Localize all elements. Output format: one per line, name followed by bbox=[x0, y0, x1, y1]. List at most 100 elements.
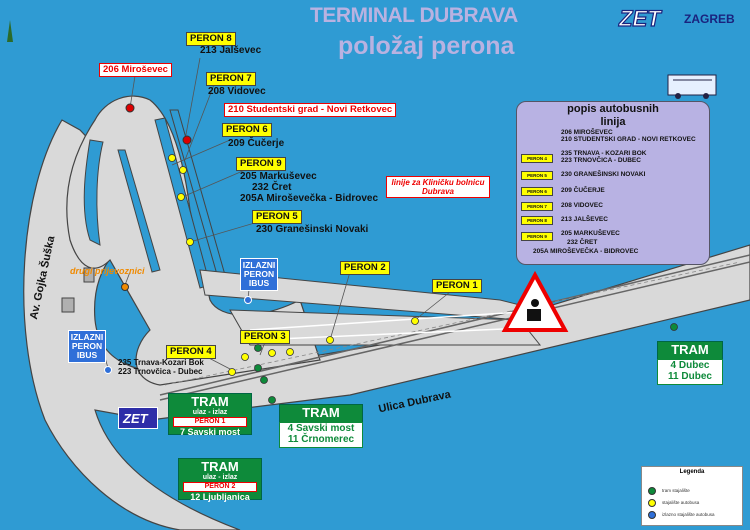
bus-icon bbox=[667, 74, 717, 99]
exit-outer-line-3: IBUS bbox=[76, 350, 98, 360]
list-line-206: 206 MIROŠEVEC bbox=[561, 129, 613, 136]
peron-4-route-2: 223 Trnovčica - Dubec bbox=[118, 367, 203, 376]
list-line-205a: 205A MIROŠEVEČKA - BIDROVEC bbox=[533, 248, 639, 255]
tram-stops bbox=[254, 323, 678, 404]
list-line-232: 232 ČRET bbox=[567, 239, 598, 246]
svg-text:ZET: ZET bbox=[618, 6, 662, 30]
bus-stop-icon bbox=[648, 499, 656, 507]
peron-9-route-2: 232 Čret bbox=[252, 182, 292, 193]
tram-2-title: TRAM bbox=[201, 459, 239, 474]
island-block bbox=[83, 267, 95, 283]
tram-ulica-dubrava: TRAM bbox=[279, 404, 363, 423]
map-subtitle: položaj perona bbox=[338, 32, 515, 60]
tram-2-lines: 12 Ljubljanica bbox=[190, 492, 250, 502]
legend-title: Legenda bbox=[679, 469, 705, 475]
list-title-2: linija bbox=[600, 116, 626, 128]
exit-stop-icon bbox=[648, 511, 656, 519]
exit-stop bbox=[104, 366, 112, 374]
peron-8-label: PERON 8 bbox=[186, 32, 236, 46]
north-arrow-icon bbox=[7, 20, 13, 42]
exit-peron-outer: IZLAZNI PERON IBUS bbox=[68, 330, 106, 363]
legend: Legenda tram stajalište stajalište autob… bbox=[641, 466, 743, 526]
list-line-230: 230 GRANEŠINSKI NOVAKI bbox=[561, 171, 646, 178]
list-tag-peron-7: PERON 7 bbox=[521, 202, 553, 211]
list-tag-peron-6: PERON 6 bbox=[521, 187, 553, 196]
legend-item-tram: tram stajalište bbox=[648, 487, 690, 495]
legend-item-exit: izlazno stajalište autobusa bbox=[648, 511, 715, 519]
island-block bbox=[61, 297, 75, 313]
tram-1-sub: ulaz - izlaz bbox=[192, 409, 228, 416]
peron-8-routes: 213 Jalševec bbox=[200, 45, 262, 56]
peron-7-label: PERON 7 bbox=[206, 72, 256, 86]
exit-outer-line-1: IZLAZNI bbox=[70, 332, 104, 342]
peron-9-route-3: 205A Miroševečka - Bidrovec bbox=[240, 193, 379, 204]
tram-4-line-2: 11 Dubec bbox=[668, 371, 712, 382]
peron-4-route-1: 235 Trnava-Kozari Bok bbox=[118, 358, 204, 367]
peron-4-label: PERON 4 bbox=[166, 345, 216, 359]
other-operators-stop bbox=[121, 283, 129, 291]
svg-text:ZET: ZET bbox=[122, 411, 149, 426]
list-line-205: 205 MARKUŠEVEC bbox=[561, 230, 620, 237]
bus-line-list: popis autobusnih linija 206 MIROŠEVEC 21… bbox=[516, 101, 710, 265]
peron-3-label: PERON 3 bbox=[240, 330, 290, 344]
tram-4-title: TRAM bbox=[671, 342, 709, 357]
exit-inner-line-2: PERON bbox=[243, 269, 275, 279]
stop-206 bbox=[125, 103, 135, 113]
list-line-213: 213 JALŠEVEC bbox=[561, 216, 608, 223]
route-210-label: 210 Studentski grad - Novi Retkovec bbox=[224, 103, 397, 117]
tram-dubec: TRAM bbox=[657, 341, 723, 360]
legend-text-bus: stajalište autobusa bbox=[662, 500, 700, 506]
hospital-lines-note: linije za Kliničku bolnicu Dubrava bbox=[386, 176, 490, 198]
tram-peron-1: TRAM ulaz - izlaz PERON 1 7 Savski most bbox=[168, 393, 252, 437]
tram-1-tag: PERON 1 bbox=[173, 417, 247, 427]
peron-9-route-1: 205 Markuševec bbox=[240, 171, 317, 182]
legend-text-tram: tram stajalište bbox=[662, 488, 690, 494]
exit-inner-line-3: IBUS bbox=[248, 278, 270, 288]
tram-stop-icon bbox=[648, 487, 656, 495]
roadwork-warning-icon bbox=[501, 270, 569, 332]
list-title-1: popis autobusnih bbox=[567, 103, 659, 115]
list-line-210: 210 STUDENTSKI GRAD - NOVI RETKOVEC bbox=[561, 136, 696, 143]
list-line-208: 208 VIDOVEC bbox=[561, 202, 603, 209]
peron-5-label: PERON 5 bbox=[252, 210, 302, 224]
list-line-209: 209 ČUČERJE bbox=[561, 187, 605, 194]
tram-3-lines: 4 Savski most 11 Črnomerec bbox=[279, 422, 363, 448]
zet-mini-logo-icon: ZET bbox=[122, 411, 149, 426]
tram-2-tag: PERON 2 bbox=[183, 482, 257, 492]
peron-9-label: PERON 9 bbox=[236, 157, 286, 171]
tram-2-sub: ulaz - izlaz bbox=[202, 474, 238, 481]
tram-1-title: TRAM bbox=[191, 394, 229, 409]
legend-item-bus: stajalište autobusa bbox=[648, 499, 699, 507]
tram-3-line-1: 4 Savski most bbox=[287, 423, 355, 434]
exit-peron-inner: IZLAZNI PERON IBUS bbox=[240, 258, 278, 291]
tram-4-lines: 4 Dubec 11 Dubec bbox=[657, 359, 723, 385]
legend-text-exit: izlazno stajalište autobusa bbox=[662, 512, 715, 518]
list-tag-peron-4: PERON 4 bbox=[521, 154, 553, 163]
other-operators-label: drugi prijevoznici bbox=[70, 266, 145, 276]
peron-7-routes: 208 Vidovec bbox=[208, 86, 266, 97]
tram-4-line-1: 4 Dubec bbox=[670, 360, 710, 371]
peron-2-label: PERON 2 bbox=[340, 261, 390, 275]
city-name: ZAGREB bbox=[684, 12, 735, 26]
list-tag-peron-8: PERON 8 bbox=[521, 216, 553, 225]
list-tag-peron-5: PERON 5 bbox=[521, 171, 553, 180]
peron-5-routes: 230 Granešinski Novaki bbox=[256, 224, 369, 235]
tram-peron-2: TRAM ulaz - izlaz PERON 2 12 Ljubljanica bbox=[178, 458, 262, 502]
route-206-label: 206 Miroševec bbox=[99, 63, 172, 77]
tram-3-line-2: 11 Črnomerec bbox=[287, 434, 355, 445]
exit-inner-line-1: IZLAZNI bbox=[242, 260, 276, 270]
stop-210 bbox=[182, 135, 192, 145]
peron-1-label: PERON 1 bbox=[432, 279, 482, 293]
bus-stops bbox=[168, 154, 419, 376]
list-line-235: 235 TRNAVA - KOZARI BOK bbox=[561, 150, 647, 157]
list-tag-peron-9: PERON 9 bbox=[521, 232, 553, 241]
tram-1-lines: 7 Savski most bbox=[179, 427, 241, 437]
exit-stop bbox=[244, 296, 252, 304]
list-line-223: 223 TRNOVČICA - DUBEC bbox=[561, 157, 641, 164]
peron-6-routes: 209 Čučerje bbox=[228, 138, 285, 149]
tram-3-title: TRAM bbox=[302, 405, 340, 420]
zet-office-logo: ZET bbox=[118, 407, 158, 429]
exit-outer-line-2: PERON bbox=[71, 341, 103, 351]
